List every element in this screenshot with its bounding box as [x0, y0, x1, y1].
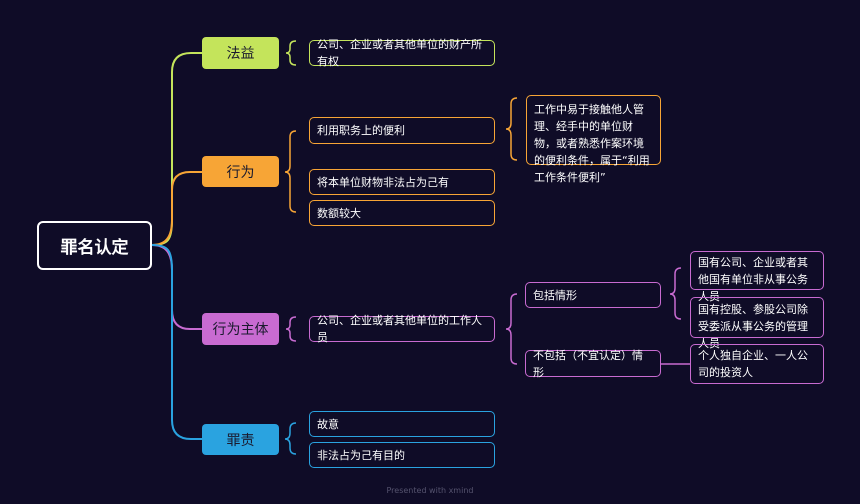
link-root-zuize	[151, 244, 202, 440]
zhuti-exclude[interactable]: 不包括（不宜认定）情形	[525, 349, 661, 379]
root-topic[interactable]: 罪名认定	[37, 221, 152, 270]
link-root-zhuti	[151, 244, 202, 330]
brace-zuize	[284, 422, 297, 455]
xingwei-item-duty[interactable]: 利用职务上的便利	[309, 117, 495, 144]
xingwei-item-possess[interactable]: 将本单位财物非法占为己有	[309, 169, 495, 195]
include-item-state-nonofficial[interactable]: 国有公司、企业或者其他国有单位非从事公务人员	[690, 251, 824, 303]
fayi-item-property[interactable]: 公司、企业或者其他单位的财产所有权	[309, 38, 495, 68]
topic-xingwei[interactable]: 行为	[202, 156, 279, 187]
include-item-state-holding[interactable]: 国有控股、参股公司除受委派从事公务的管理人员	[690, 297, 824, 350]
brace-zhuti-cases	[505, 293, 518, 365]
brace-zhuti	[285, 316, 297, 342]
topic-zhuti[interactable]: 行为主体	[202, 313, 279, 345]
link-root-xingwei	[151, 171, 202, 246]
zuize-item-purpose[interactable]: 非法占为己有目的	[309, 442, 495, 468]
exclude-item-sole-investor[interactable]: 个人独自企业、一人公司的投资人	[690, 344, 824, 384]
footer-watermark: Presented with xmind	[386, 486, 474, 495]
brace-fayi	[285, 40, 297, 66]
zhuti-item-staff[interactable]: 公司、企业或者其他单位的工作人员	[309, 314, 495, 344]
zuize-item-intent[interactable]: 故意	[309, 411, 495, 437]
zhuti-include[interactable]: 包括情形	[525, 282, 661, 308]
brace-xingwei	[284, 130, 297, 213]
topic-zuize[interactable]: 罪责	[202, 424, 279, 455]
link-root-fayi	[151, 52, 202, 246]
brace-xingwei-note	[505, 97, 518, 161]
topic-fayi[interactable]: 法益	[202, 37, 279, 69]
xingwei-note[interactable]: 工作中易于接触他人管理、经手中的单位财物，或者熟悉作案环境的便利条件，属于“利用…	[526, 95, 661, 184]
brace-include	[669, 267, 682, 320]
xingwei-item-amount[interactable]: 数额较大	[309, 200, 495, 226]
